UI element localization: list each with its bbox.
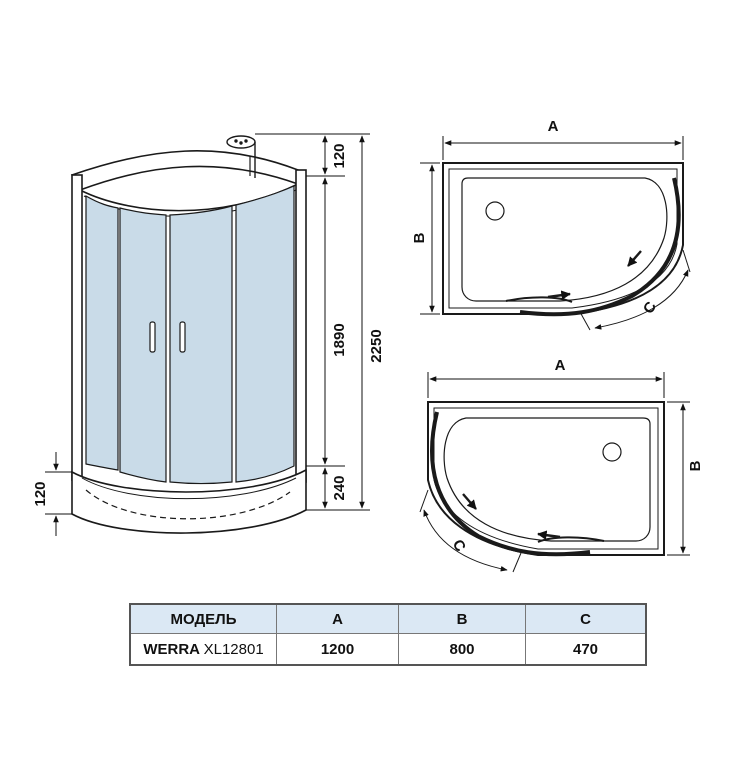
table-row: WERRA XL12801 1200 800 470 [129,633,647,666]
cell-model: WERRA XL12801 [129,633,277,666]
plan-top-basin [461,177,668,302]
dim-total-height: 2250 [368,329,385,362]
plan-top-outer [442,162,684,315]
header-a: A [276,603,399,634]
cabin-top-cap [70,150,299,191]
plan-bottom-label-a: A [555,357,566,374]
glass-door-left [119,207,167,483]
plan-bottom-basin [443,417,651,542]
plan-top-label-a: A [548,118,559,135]
glass-panel-right [235,185,295,483]
vertical-dimensions [45,133,370,536]
plan-bottom-label-b: B [687,460,704,471]
dim-tray-height: 240 [331,475,348,500]
plan-top-dimensions [420,136,684,315]
cabin-left-post [71,174,83,481]
dim-top-gap: 120 [331,143,348,168]
plan-bottom-outer [427,401,665,556]
spec-table: МОДЕЛЬ A B C WERRA XL12801 1200 800 470 [129,603,647,666]
dim-cabin-height: 1890 [331,323,348,356]
plan-bottom-dimensions [427,372,690,556]
door-handle-right [179,321,186,353]
dim-tray-left: 120 [32,481,49,506]
door-handle-left [149,321,156,353]
cabin-right-post [295,169,307,483]
cell-c: 470 [525,633,647,666]
header-c: C [525,603,647,634]
glass-door-right [169,205,233,485]
header-b: B [398,603,526,634]
spec-table-header: МОДЕЛЬ A B C [129,603,647,634]
plan-top-drain [485,201,505,221]
plan-view-bottom [419,401,665,573]
plan-bottom-drain [602,442,622,462]
glass-panel-left [85,194,119,471]
plan-top-label-b: B [411,232,428,243]
cell-a: 1200 [276,633,399,666]
plan-view-top [442,162,691,331]
cell-b: 800 [398,633,526,666]
cabin-3d-view [70,135,307,534]
header-model: МОДЕЛЬ [129,603,277,634]
model-code: XL12801 [203,640,264,658]
model-prefix: WERRA [143,640,200,658]
